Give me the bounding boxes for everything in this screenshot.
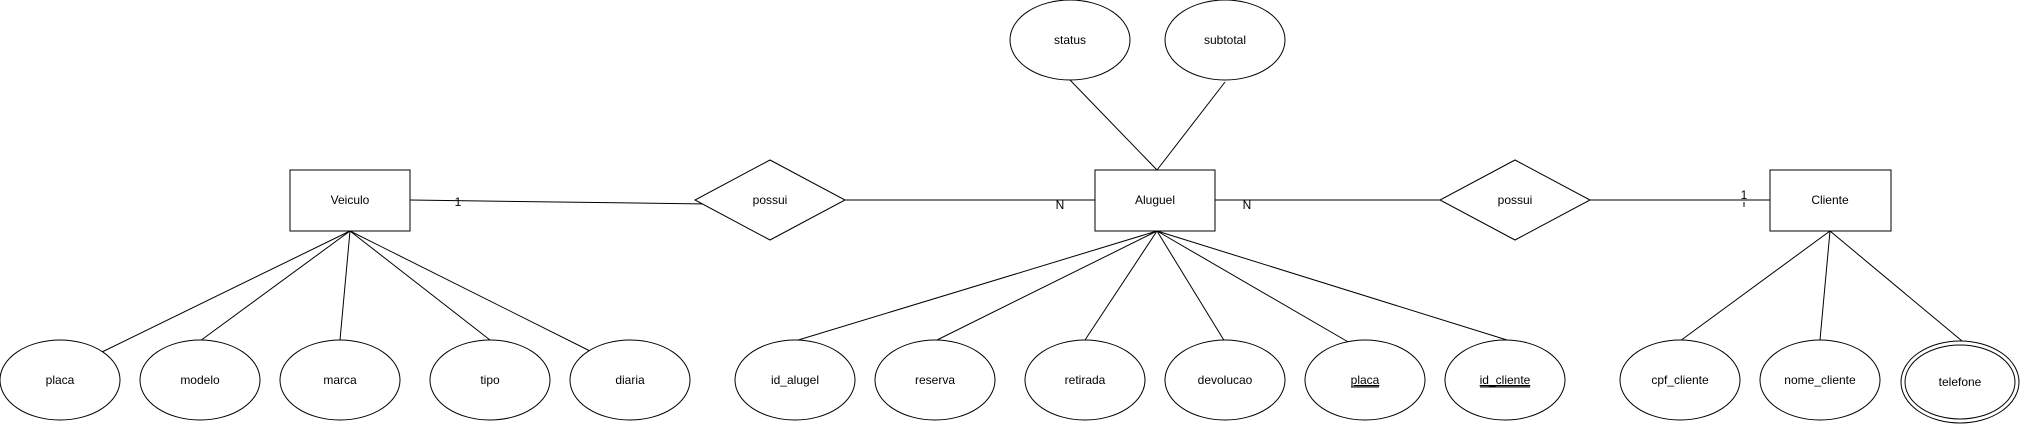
attribute-subtotal: subtotal [1164,0,1286,81]
entity-aluguel: Aluguel [1094,169,1216,232]
edge-veiculo-placa [101,230,351,353]
relationship-possui-2-label: possui [1498,193,1533,207]
edge-veiculo-possui [409,199,709,205]
attribute-retirada-label: retirada [1065,373,1106,387]
entity-cliente-label: Cliente [1811,193,1849,207]
attribute-placa-fk: placa [1304,339,1426,421]
attribute-telefone-multivalued: telefone [1900,340,2020,424]
attribute-id-cliente-fk-label: id_cliente [1480,373,1531,387]
attribute-diaria: diaria [569,339,691,421]
attribute-devolucao-label: devolucao [1198,373,1253,387]
cardinality-veiculo: 1 [455,195,462,209]
edge-cliente-nome [1819,230,1831,341]
cardinality-aluguel-left: N [1056,198,1065,212]
attribute-id-alugel: id_alugel [734,339,856,421]
connectors [101,79,1963,353]
attribute-marca-label: marca [323,373,357,387]
attribute-nome-cliente: nome_cliente [1759,339,1881,421]
entity-veiculo-label: Veiculo [331,193,370,207]
edge-veiculo-diaria [349,230,593,353]
edge-aluguel-status [1069,79,1158,171]
entity-cliente: Cliente [1769,169,1892,232]
edge-aluguel-retirada [1084,230,1158,341]
attribute-cpf-cliente-label: cpf_cliente [1651,373,1709,387]
cardinalities: 1 N N 1 [455,188,1748,212]
attribute-id-alugel-label: id_alugel [771,373,819,387]
attribute-status: status [1009,0,1131,81]
attribute-nome-cliente-label: nome_cliente [1784,373,1856,387]
attribute-modelo: modelo [139,339,261,421]
attribute-retirada: retirada [1024,339,1146,421]
attribute-tipo: tipo [429,339,551,421]
edge-veiculo-tipo [349,230,491,341]
edge-aluguel-placa [1156,230,1351,344]
relationship-possui-2: possui [1438,159,1592,241]
relationship-possui-1: possui [693,159,847,241]
attribute-telefone-label: telefone [1939,375,1982,389]
attribute-diaria-label: diaria [615,373,645,387]
attribute-placa-label: placa [46,373,75,387]
entity-veiculo: Veiculo [289,169,411,232]
edge-aluguel-id-alugel [794,230,1158,342]
edge-aluguel-subtotal [1156,81,1226,171]
attribute-placa-fk-label: placa [1351,373,1380,387]
relationship-possui-1-label: possui [753,193,788,207]
edge-veiculo-marca [339,230,351,341]
edge-aluguel-reserva [934,230,1158,342]
attribute-cpf-cliente: cpf_cliente [1619,339,1741,421]
attribute-id-cliente-fk: id_cliente [1444,339,1566,421]
attribute-marca: marca [279,339,401,421]
edge-veiculo-modelo [199,230,351,342]
edge-aluguel-devolucao [1156,230,1226,343]
attribute-tipo-label: tipo [480,373,500,387]
cardinality-aluguel-right: N [1243,198,1252,212]
attribute-subtotal-label: subtotal [1204,33,1246,47]
attribute-reserva: reserva [874,339,996,421]
attribute-devolucao: devolucao [1164,339,1286,421]
attribute-reserva-label: reserva [915,373,955,387]
entity-aluguel-label: Aluguel [1135,193,1175,207]
attribute-placa: placa [0,339,121,421]
edge-cliente-cpf [1679,230,1831,342]
attribute-status-label: status [1054,33,1086,47]
cardinality-cliente: 1 [1741,188,1748,202]
attribute-modelo-label: modelo [180,373,220,387]
edge-cliente-telefone [1829,230,1963,342]
edge-aluguel-id-cliente [1156,230,1508,341]
